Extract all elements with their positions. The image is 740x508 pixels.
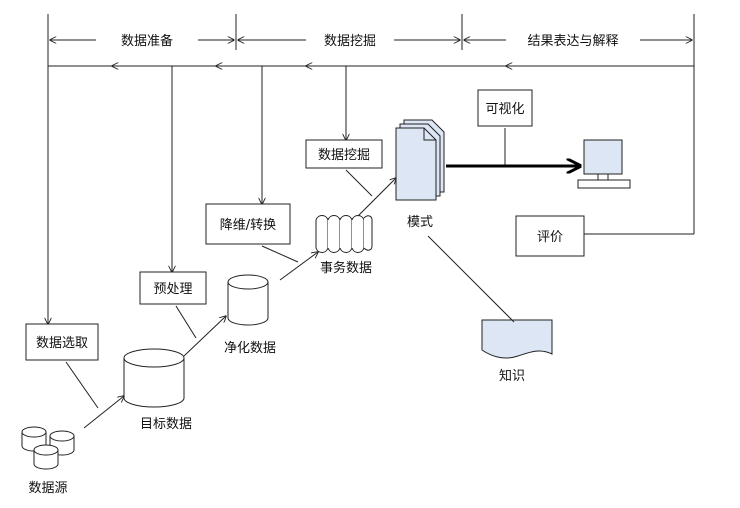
monitor-icon: [577, 139, 631, 189]
step-select: 数据选取: [25, 323, 99, 361]
target-to-clean-arrow: [183, 316, 226, 357]
source-to-target-arrow: [83, 396, 124, 429]
step-visual: 可视化: [477, 89, 533, 127]
phase-header: 数据准备 数据挖掘 结果表达与解释: [47, 14, 695, 68]
step-reduce: 降维/转换: [205, 203, 291, 245]
knowledge-icon: 知识: [481, 319, 553, 384]
flow-arrows: [65, 128, 580, 429]
transaction-to-pattern-arrow: [357, 178, 396, 217]
preprocess-label: 预处理: [153, 282, 192, 297]
target-label: 目标数据: [140, 417, 192, 432]
phase-label-prep: 数据准备: [121, 33, 173, 49]
clean-data-icon: 净化数据: [224, 274, 276, 356]
cylinder-small: [33, 444, 59, 470]
preprocess-box: [139, 271, 207, 305]
mining-label: 数据挖掘: [318, 148, 370, 163]
reduce-to-transaction-line: [261, 245, 299, 263]
evaluate-label: 评价: [537, 230, 563, 245]
pattern-to-knowledge-line: [427, 235, 515, 323]
visual-label: 可视化: [485, 102, 524, 117]
source-label: 数据源: [28, 481, 67, 496]
visual-box: [477, 89, 533, 127]
preprocess-to-clean-line: [175, 305, 197, 339]
step-evaluate: 评价: [515, 215, 585, 257]
step-preprocess: 预处理: [139, 271, 207, 305]
step-mining: 数据挖掘: [305, 139, 383, 169]
reduce-label: 降维/转换: [220, 218, 276, 233]
data-source-icon: 数据源: [21, 426, 75, 496]
clean-label: 净化数据: [224, 341, 276, 356]
transaction-label: 事务数据: [320, 260, 372, 276]
evaluate-box: [515, 215, 585, 257]
target-data-icon: 目标数据: [123, 348, 192, 432]
transaction-data-icon: 事务数据: [315, 215, 373, 276]
reduce-box: [205, 203, 291, 245]
clean-to-transaction-arrow: [279, 252, 318, 281]
pattern-icon: 模式: [395, 119, 445, 230]
phase-label-result: 结果表达与解释: [527, 34, 618, 49]
select-to-target-line: [65, 361, 99, 409]
select-box: [25, 323, 99, 361]
phase-label-mining: 数据挖掘: [324, 34, 376, 49]
select-label: 数据选取: [36, 336, 88, 351]
mining-box: [305, 139, 383, 169]
bus-drops: [48, 66, 695, 324]
knowledge-label: 知识: [499, 368, 525, 384]
pattern-label: 模式: [407, 215, 433, 230]
mining-to-pattern-line: [345, 169, 373, 197]
